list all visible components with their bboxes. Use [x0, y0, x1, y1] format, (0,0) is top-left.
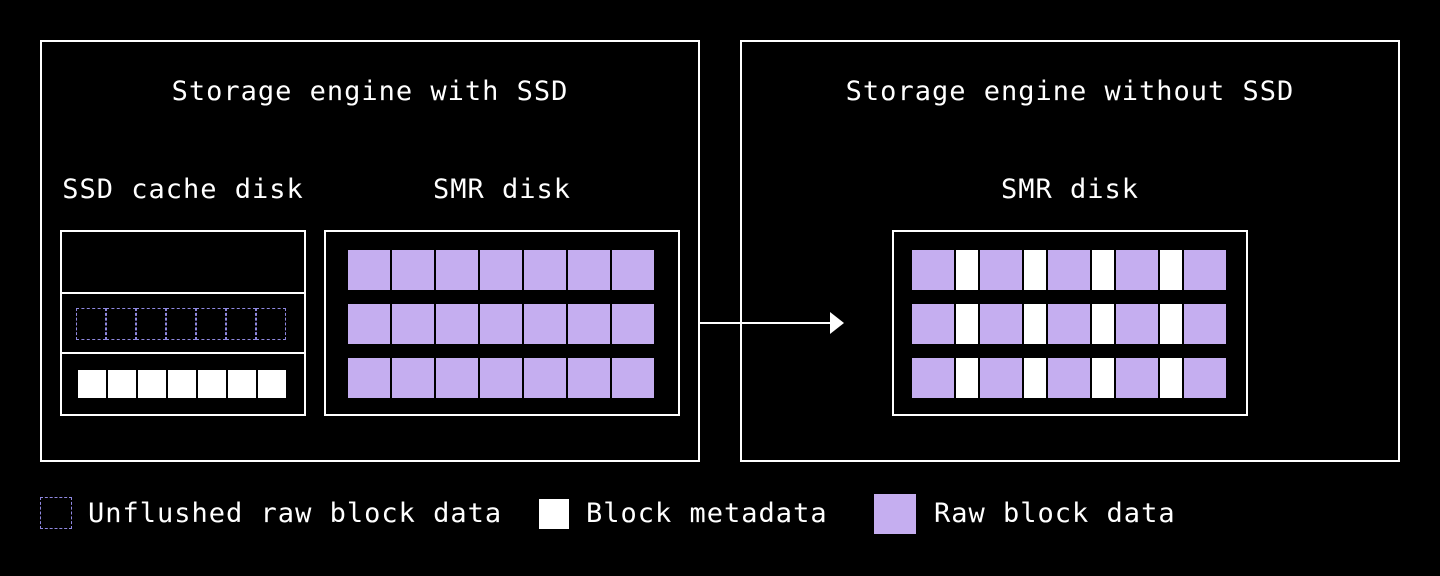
metadata-block: [1092, 358, 1114, 398]
raw-block: [524, 250, 566, 290]
raw-block: [524, 358, 566, 398]
panel-with-ssd: Storage engine with SSD: [40, 40, 700, 462]
ssd-divider-2: [60, 352, 306, 354]
unflushed-block: [136, 308, 166, 340]
ssd-cache-disk-label: SSD cache disk: [62, 174, 304, 205]
smr-disk-label-right: SMR disk: [1000, 174, 1140, 205]
raw-block: [348, 304, 390, 344]
legend-unflushed-label: Unflushed raw block data: [88, 498, 503, 529]
metadata-block: [1024, 358, 1046, 398]
raw-block: [568, 358, 610, 398]
raw-block: [1048, 250, 1090, 290]
raw-block: [436, 250, 478, 290]
raw-block: [568, 250, 610, 290]
metadata-block: [258, 370, 286, 398]
raw-block: [980, 304, 1022, 344]
unflushed-block: [106, 308, 136, 340]
raw-block: [436, 358, 478, 398]
metadata-block: [1092, 250, 1114, 290]
raw-block: [912, 358, 954, 398]
metadata-block: [108, 370, 136, 398]
unflushed-block: [76, 308, 106, 340]
arrow-right-icon: [700, 312, 844, 334]
smr-disk-right: [892, 230, 1248, 416]
smr-disk-left: [324, 230, 680, 416]
raw-block: [1048, 304, 1090, 344]
raw-block: [1184, 250, 1226, 290]
panel-without-ssd: Storage engine without SSD: [740, 40, 1400, 462]
raw-block: [612, 358, 654, 398]
raw-block: [1048, 358, 1090, 398]
metadata-block: [198, 370, 226, 398]
legend-raw-swatch: [874, 494, 916, 534]
raw-block: [912, 304, 954, 344]
unflushed-block: [256, 308, 286, 340]
raw-block: [1116, 250, 1158, 290]
ssd-divider-1: [60, 292, 306, 294]
panel-title-with-ssd: Storage engine with SSD: [171, 76, 569, 107]
raw-block: [1116, 358, 1158, 398]
metadata-block: [1092, 304, 1114, 344]
metadata-block: [1024, 250, 1046, 290]
metadata-block: [168, 370, 196, 398]
raw-block: [612, 250, 654, 290]
raw-block: [1184, 304, 1226, 344]
raw-block: [392, 358, 434, 398]
raw-block: [480, 304, 522, 344]
metadata-block: [138, 370, 166, 398]
raw-block: [612, 304, 654, 344]
metadata-block: [1160, 250, 1182, 290]
raw-block: [980, 250, 1022, 290]
raw-block: [1184, 358, 1226, 398]
legend-metadata-swatch: [539, 499, 569, 529]
metadata-block: [228, 370, 256, 398]
legend-unflushed-swatch: [40, 497, 72, 529]
raw-block: [568, 304, 610, 344]
raw-block: [1116, 304, 1158, 344]
panel-title-without-ssd: Storage engine without SSD: [845, 76, 1295, 107]
raw-block: [480, 250, 522, 290]
ssd-cache-disk: [60, 230, 306, 416]
metadata-block: [1160, 304, 1182, 344]
raw-block: [980, 358, 1022, 398]
unflushed-block: [196, 308, 226, 340]
metadata-block: [1024, 304, 1046, 344]
metadata-block: [956, 304, 978, 344]
raw-block: [524, 304, 566, 344]
raw-block: [392, 250, 434, 290]
metadata-block: [1160, 358, 1182, 398]
metadata-block: [956, 358, 978, 398]
raw-block: [436, 304, 478, 344]
metadata-block: [78, 370, 106, 398]
smr-disk-label-left: SMR disk: [432, 174, 572, 205]
raw-block: [392, 304, 434, 344]
raw-block: [912, 250, 954, 290]
unflushed-block: [226, 308, 256, 340]
metadata-block: [956, 250, 978, 290]
raw-block: [348, 250, 390, 290]
raw-block: [348, 358, 390, 398]
legend-metadata-label: Block metadata: [586, 498, 828, 529]
legend-raw-label: Raw block data: [934, 498, 1176, 529]
unflushed-block: [166, 308, 196, 340]
raw-block: [480, 358, 522, 398]
